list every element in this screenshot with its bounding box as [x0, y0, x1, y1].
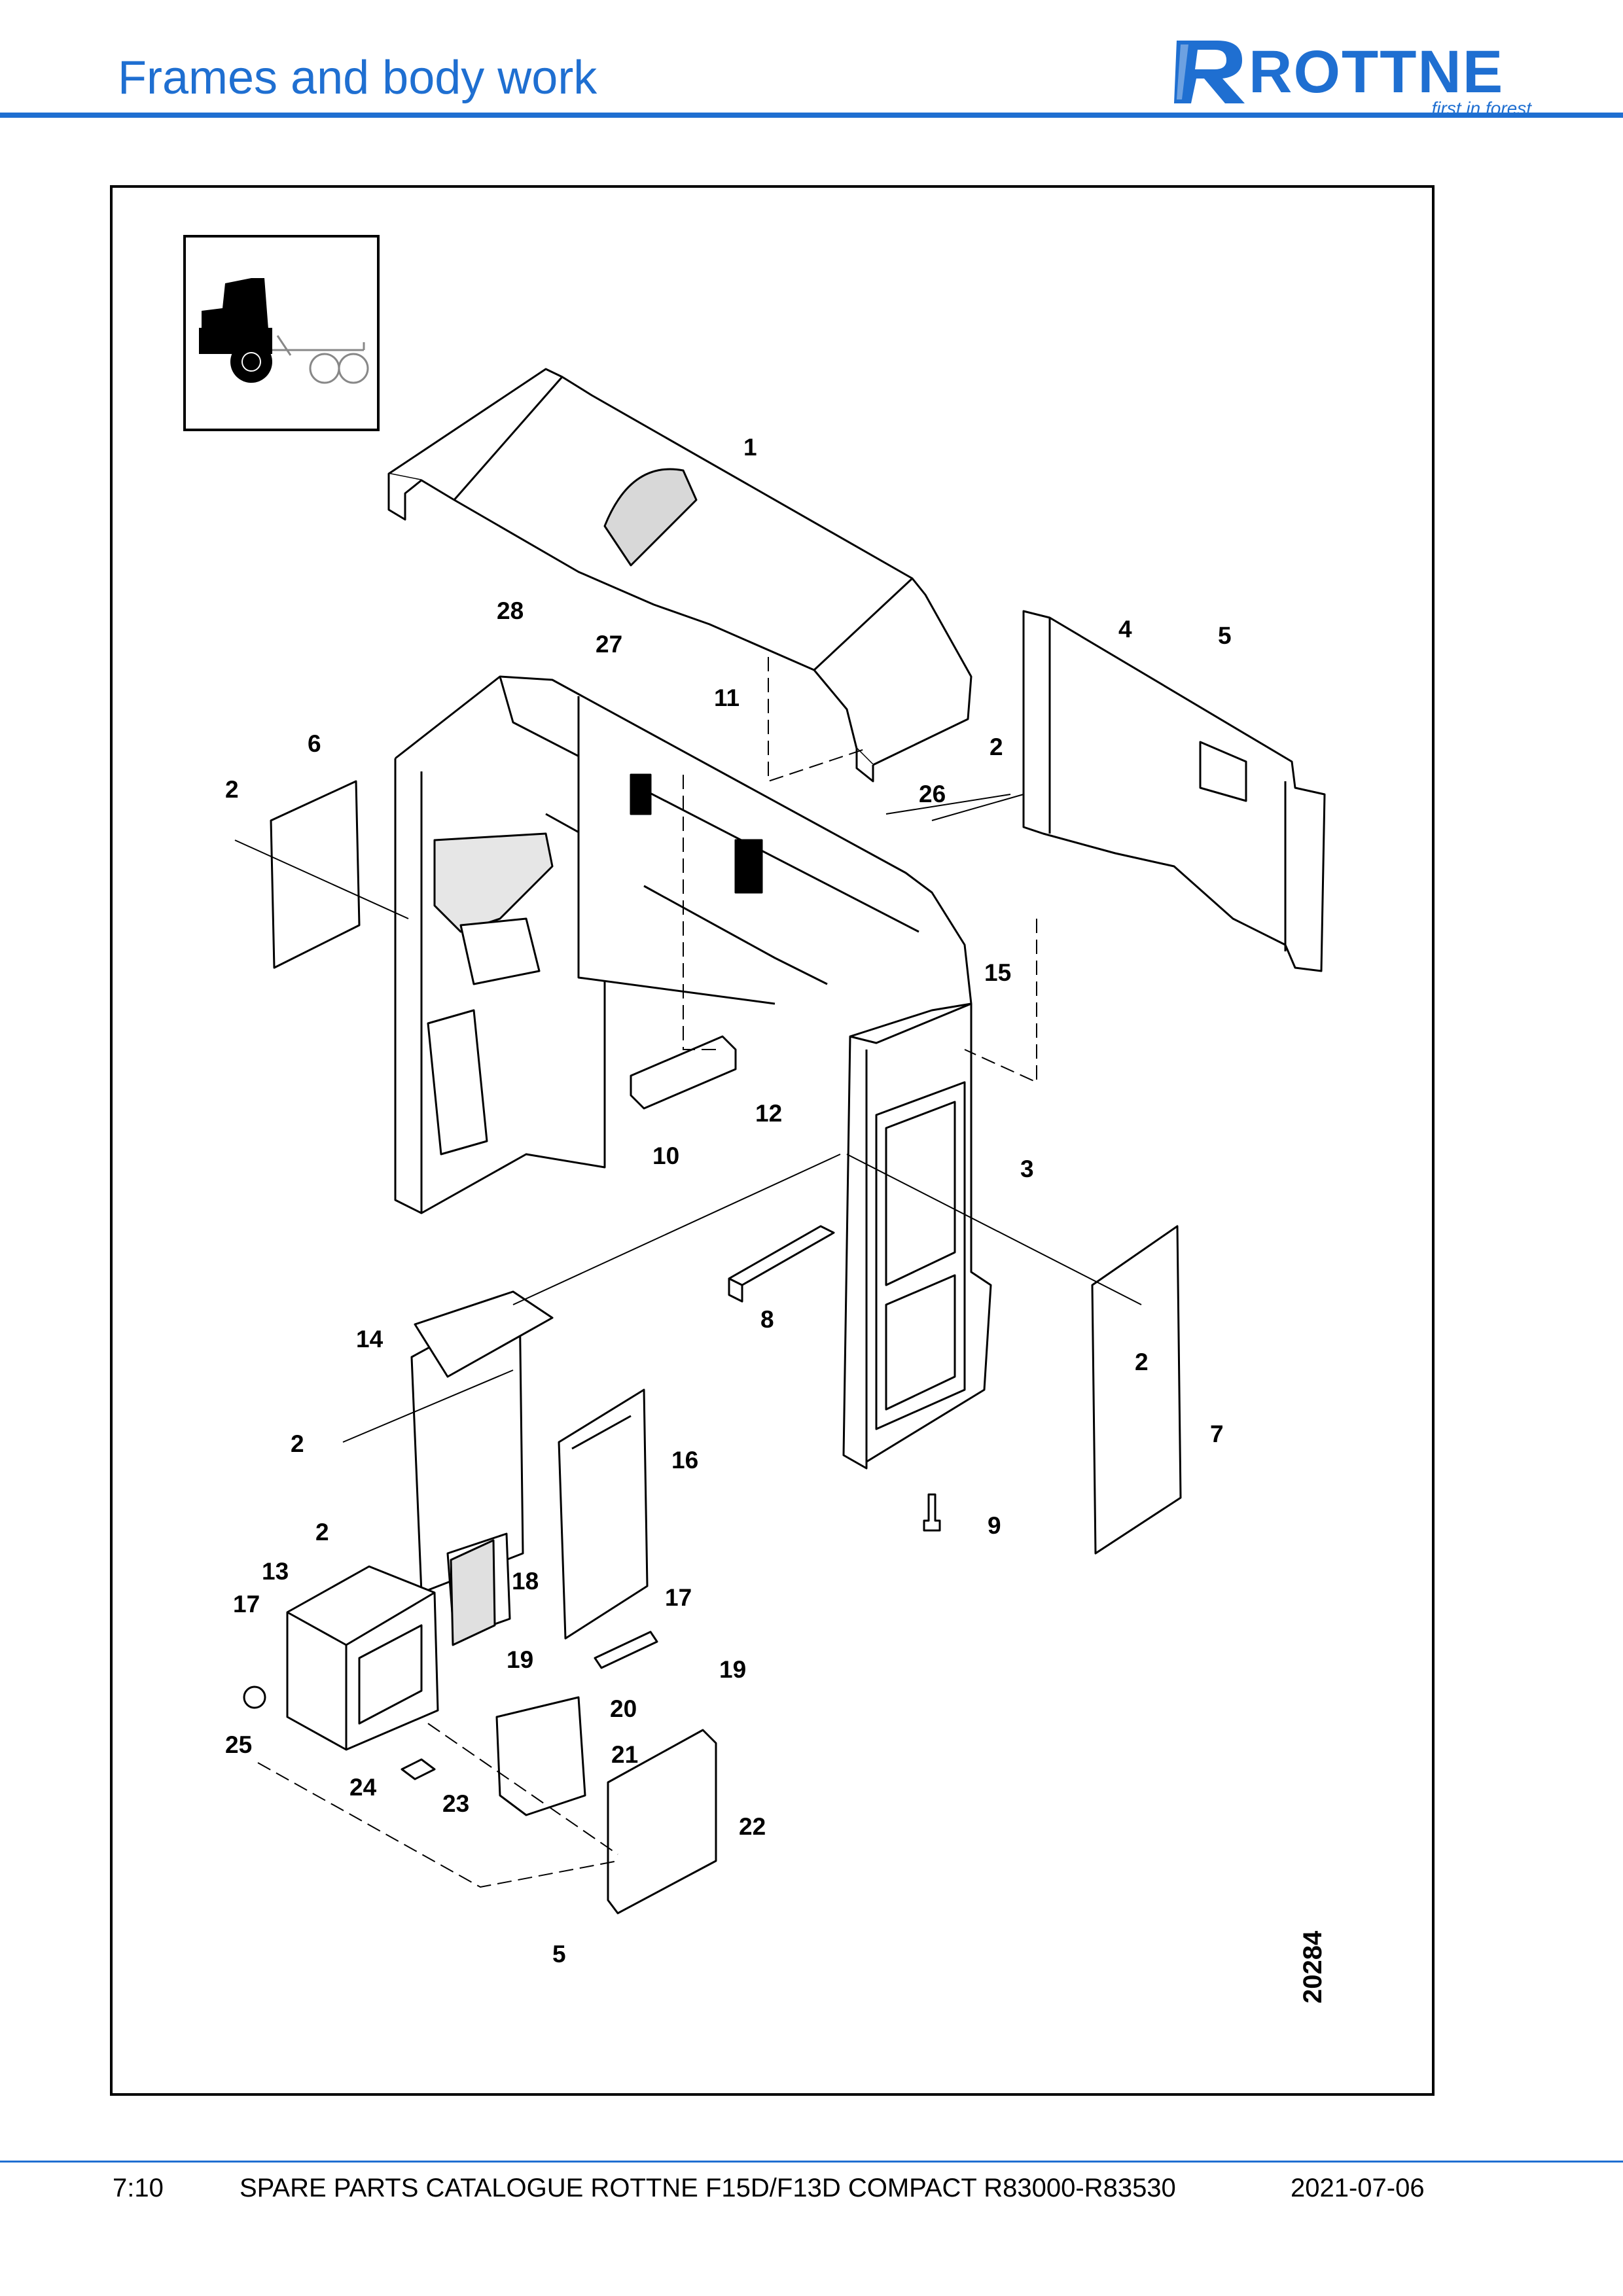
callout-2b: 2 — [990, 733, 1003, 760]
part-21-bracket — [495, 1696, 586, 1816]
callout-17a: 17 — [233, 1591, 260, 1617]
callout-4: 4 — [1118, 616, 1132, 643]
part-7-panel — [1091, 1225, 1182, 1555]
callout-23: 23 — [442, 1790, 469, 1817]
part-4-side-panel — [1022, 610, 1326, 972]
part-8-bracket — [728, 1225, 835, 1303]
callout-3: 3 — [1020, 1156, 1034, 1182]
footer-page-number: 7:10 — [113, 2174, 164, 2202]
callout-5a: 5 — [1218, 622, 1232, 649]
exploded-diagram-frame: 1 2 2 2 2 2 3 4 5 5 6 7 8 9 10 11 12 13 … — [110, 185, 1435, 2096]
callout-28: 28 — [497, 597, 524, 624]
callout-8: 8 — [760, 1306, 774, 1333]
callout-7: 7 — [1210, 1421, 1224, 1447]
callout-2d: 2 — [291, 1430, 304, 1457]
part-6-panel — [270, 780, 361, 969]
callout-24: 24 — [349, 1774, 377, 1801]
footer-rule — [0, 2161, 1623, 2163]
callout-27: 27 — [596, 631, 622, 658]
rottne-logo: ROTTNE first in forest — [1171, 33, 1538, 118]
part-22-cover — [607, 1729, 717, 1915]
callout-10: 10 — [652, 1142, 679, 1169]
part-1-top-cover — [387, 368, 972, 783]
callout-19b: 19 — [719, 1656, 746, 1683]
callout-18: 18 — [512, 1568, 539, 1595]
callout-6: 6 — [308, 730, 321, 757]
callout-11: 11 — [714, 684, 740, 711]
callout-26: 26 — [919, 781, 946, 807]
part-25-connector — [243, 1686, 266, 1709]
callout-14: 14 — [356, 1326, 383, 1352]
part-10-bracket — [630, 1035, 737, 1110]
callout-20: 20 — [610, 1695, 637, 1722]
callout-21: 21 — [611, 1741, 638, 1768]
part-20-rail — [594, 1631, 658, 1669]
machine-thumbnail — [183, 235, 380, 431]
header-rule — [0, 113, 1623, 118]
figure-number: 20284 — [1298, 1930, 1327, 2004]
callout-15: 15 — [984, 959, 1011, 986]
callout-17b: 17 — [665, 1584, 692, 1611]
footer-catalogue-title: SPARE PARTS CATALOGUE ROTTNE F15D/F13D C… — [240, 2174, 1176, 2202]
page-title: Frames and body work — [118, 52, 597, 104]
callout-22: 22 — [739, 1813, 766, 1840]
part-23-clip — [401, 1758, 436, 1780]
callout-19a: 19 — [507, 1646, 533, 1673]
exploded-parts-drawing: 1 2 2 2 2 2 3 4 5 5 6 7 8 9 10 11 12 13 … — [225, 368, 1326, 1968]
callout-1: 1 — [743, 434, 757, 461]
forwarder-machine-icon — [199, 278, 369, 384]
callout-13: 13 — [262, 1558, 289, 1585]
part-18-relay-block — [450, 1539, 496, 1646]
rottne-r-logo-icon — [1174, 41, 1245, 103]
callout-2a: 2 — [225, 776, 239, 803]
part-callouts: 1 2 2 2 2 2 3 4 5 5 6 7 8 9 10 11 12 13 … — [225, 434, 1232, 1968]
logo-wordmark: ROTTNE — [1249, 39, 1505, 105]
footer-date: 2021-07-06 — [1291, 2174, 1425, 2202]
callout-5b: 5 — [552, 1941, 566, 1968]
callout-12: 12 — [755, 1100, 782, 1127]
part-9-bolt — [923, 1493, 941, 1532]
callout-2c: 2 — [1135, 1349, 1149, 1375]
part-16-mounting-plate — [558, 1388, 649, 1640]
callout-25: 25 — [225, 1731, 252, 1758]
callout-2e: 2 — [315, 1519, 329, 1545]
part-3-main-frame — [394, 675, 992, 1470]
callout-9: 9 — [988, 1512, 1001, 1539]
callout-16: 16 — [671, 1447, 698, 1474]
